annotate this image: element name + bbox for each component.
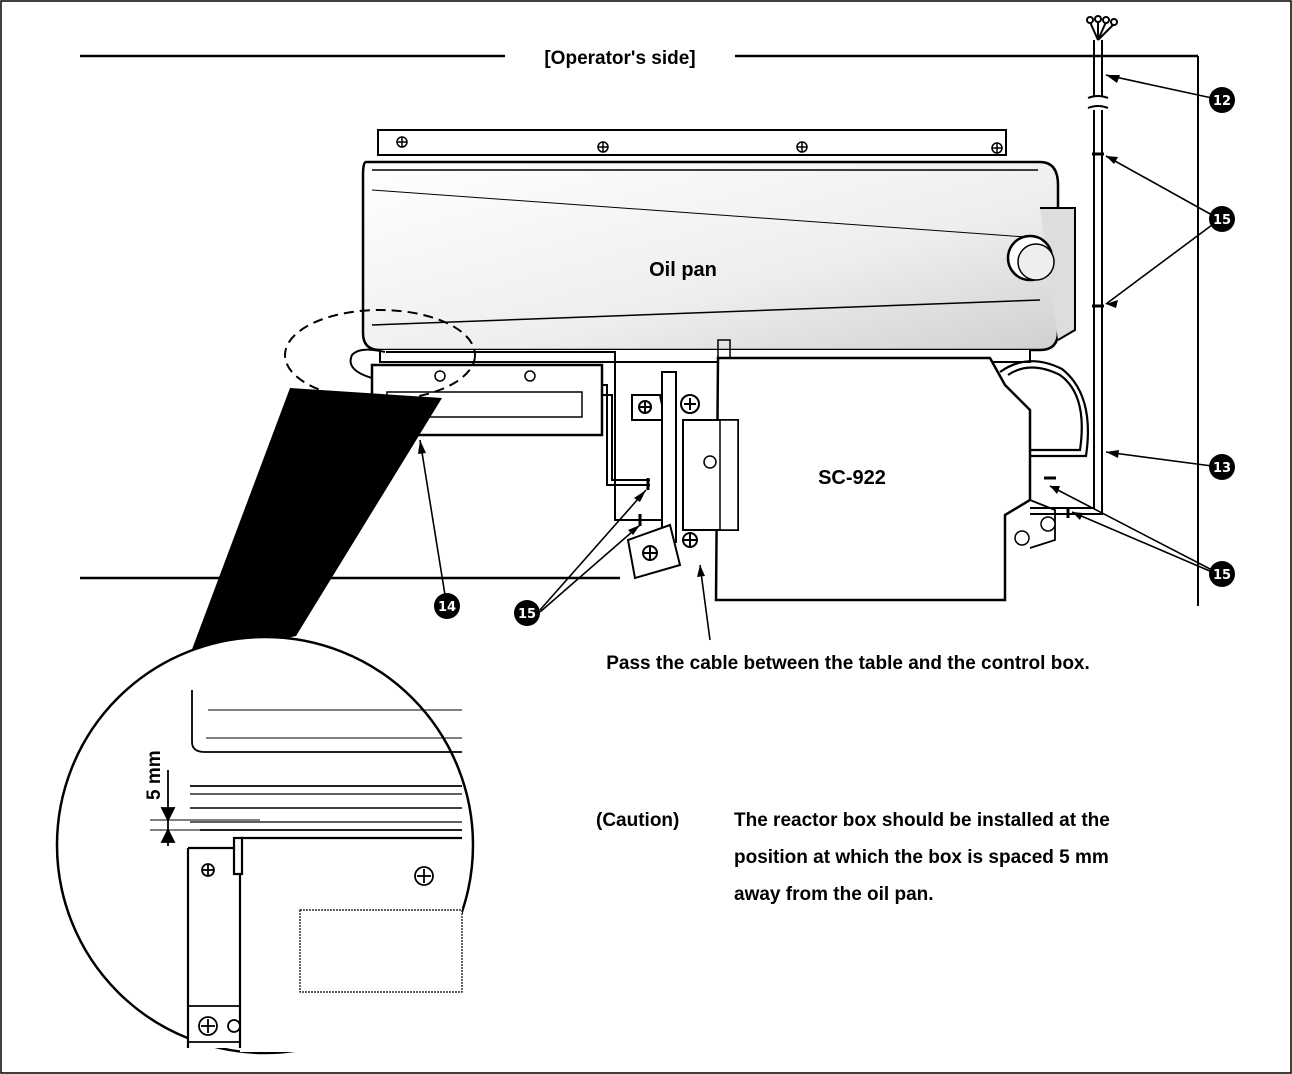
magnified-detail bbox=[55, 635, 475, 1055]
svg-text:13: 13 bbox=[1213, 461, 1231, 476]
callout-14: 14 bbox=[434, 593, 460, 619]
oil-pan bbox=[361, 160, 1076, 363]
leader-arrowheads bbox=[418, 75, 1120, 577]
dimension-label: 5 mm bbox=[144, 750, 165, 800]
svg-text:15: 15 bbox=[1213, 568, 1231, 583]
caution-line-3: away from the oil pan. bbox=[734, 884, 934, 905]
leader-lines bbox=[419, 74, 1213, 641]
callout-15-left: 15 bbox=[514, 600, 540, 626]
magnifier-wedge bbox=[188, 388, 442, 660]
callout-13: 13 bbox=[1209, 454, 1235, 480]
control-box-label: SC-922 bbox=[818, 467, 886, 489]
left-bracket bbox=[626, 371, 700, 580]
svg-text:14: 14 bbox=[438, 600, 456, 615]
plate-screws bbox=[396, 136, 1003, 154]
callout-12: 12 bbox=[1209, 87, 1235, 113]
caution-line-1: The reactor box should be installed at t… bbox=[734, 810, 1110, 831]
cable-note: Pass the cable between the table and the… bbox=[606, 653, 1090, 674]
oil-pan-label: Oil pan bbox=[649, 259, 717, 281]
svg-text:12: 12 bbox=[1213, 94, 1231, 109]
reactor-cable bbox=[386, 351, 670, 521]
svg-text:15: 15 bbox=[518, 607, 536, 622]
motor-cable bbox=[999, 360, 1090, 458]
caution-tag: (Caution) bbox=[596, 810, 679, 831]
control-box bbox=[682, 339, 1056, 602]
mounting-plate bbox=[377, 129, 1007, 156]
cable-clamp-bands bbox=[638, 152, 1104, 526]
callout-15-right: 15 bbox=[1209, 561, 1235, 587]
caution-line-2: position at which the box is spaced 5 mm bbox=[734, 847, 1109, 868]
cable-break-mark bbox=[1087, 95, 1109, 110]
operators-side-label: [Operator's side] bbox=[544, 48, 695, 69]
svg-text:15: 15 bbox=[1213, 213, 1231, 228]
callout-15-top: 15 bbox=[1209, 206, 1235, 232]
main-cable bbox=[1030, 15, 1118, 515]
